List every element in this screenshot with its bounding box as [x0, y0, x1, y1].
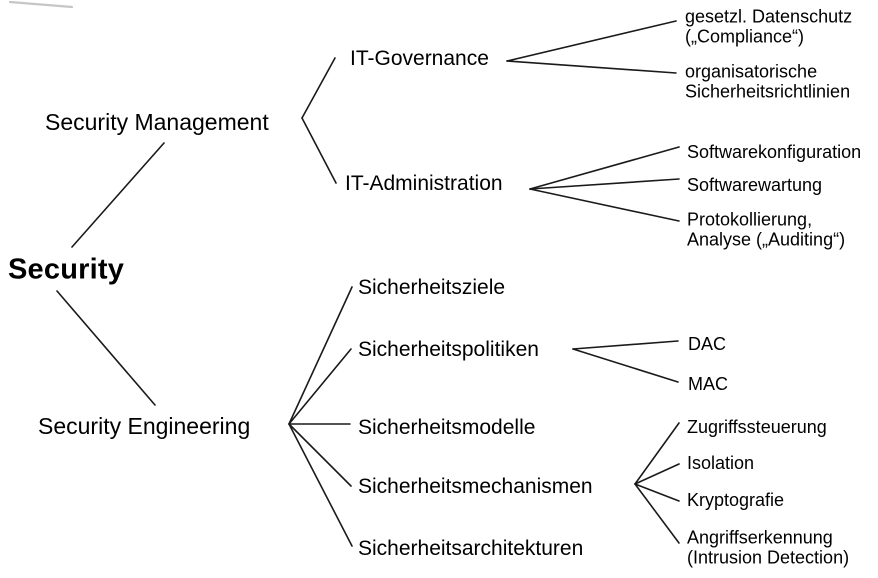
edge-management-governance: [301, 57, 336, 119]
node-gesetzl-datenschutz: gesetzl. Datenschutz („Compliance“): [685, 6, 853, 47]
edge-security-management: [71, 142, 165, 248]
edge-engineering-mechanismen: [288, 423, 352, 487]
node-dac: DAC: [688, 333, 727, 354]
edge-mechanismen-isolation: [634, 463, 680, 485]
edge-engineering-politiken: [288, 348, 352, 425]
node-angriffserkennung: Angriffserkennung (Intrusion Detection): [687, 527, 850, 568]
edge-governance-richtlinien: [506, 60, 677, 74]
edge-engineering-architekturen: [288, 423, 353, 547]
node-zugriffssteuerung: Zugriffssteuerung: [687, 416, 827, 437]
node-softwarewartung: Softwarewartung: [687, 174, 823, 195]
node-sicherheitsarchitekturen: Sicherheitsarchitekturen: [358, 537, 584, 561]
node-softwarekonfiguration: Softwarekonfiguration: [687, 141, 862, 162]
edge-security-engineering: [56, 290, 156, 406]
node-security-engineering: Security Engineering: [38, 413, 251, 440]
node-sicherheitspolitiken: Sicherheitspolitiken: [358, 338, 539, 362]
node-sicherheitsziele: Sicherheitsziele: [358, 276, 506, 300]
edge-politiken-mac: [572, 348, 679, 383]
node-isolation: Isolation: [687, 452, 755, 473]
node-organisatorische-richtlinien: organisatorische Sicherheitsrichtlinien: [685, 61, 851, 102]
edge-administration-protokollierung: [529, 188, 680, 222]
node-kryptografie: Kryptografie: [687, 489, 785, 510]
edge-administration-softwarewartung: [529, 178, 680, 190]
edge-engineering-ziele: [288, 286, 353, 425]
node-it-governance: IT-Governance: [350, 47, 489, 71]
edge-mechanismen-angriffserkennung: [634, 483, 680, 544]
edge-politiken-dac: [572, 340, 679, 350]
node-mac: MAC: [688, 373, 728, 394]
edge-mechanismen-kryptografie: [634, 483, 680, 502]
node-sicherheitsmechanismen: Sicherheitsmechanismen: [358, 475, 593, 499]
node-it-administration: IT-Administration: [345, 172, 503, 196]
artifact-line: [8, 0, 74, 9]
edge-management-administration: [301, 117, 337, 184]
node-security-management: Security Management: [45, 109, 269, 136]
node-sicherheitsmodelle: Sicherheitsmodelle: [358, 416, 536, 440]
edge-administration-softwarekonfiguration: [529, 146, 680, 190]
edge-mechanismen-zugriffssteuerung: [634, 422, 680, 485]
node-security: Security: [8, 253, 125, 286]
node-protokollierung-analyse: Protokollierung, Analyse („Auditing“): [687, 209, 846, 250]
edge-governance-datenschutz: [506, 20, 677, 62]
